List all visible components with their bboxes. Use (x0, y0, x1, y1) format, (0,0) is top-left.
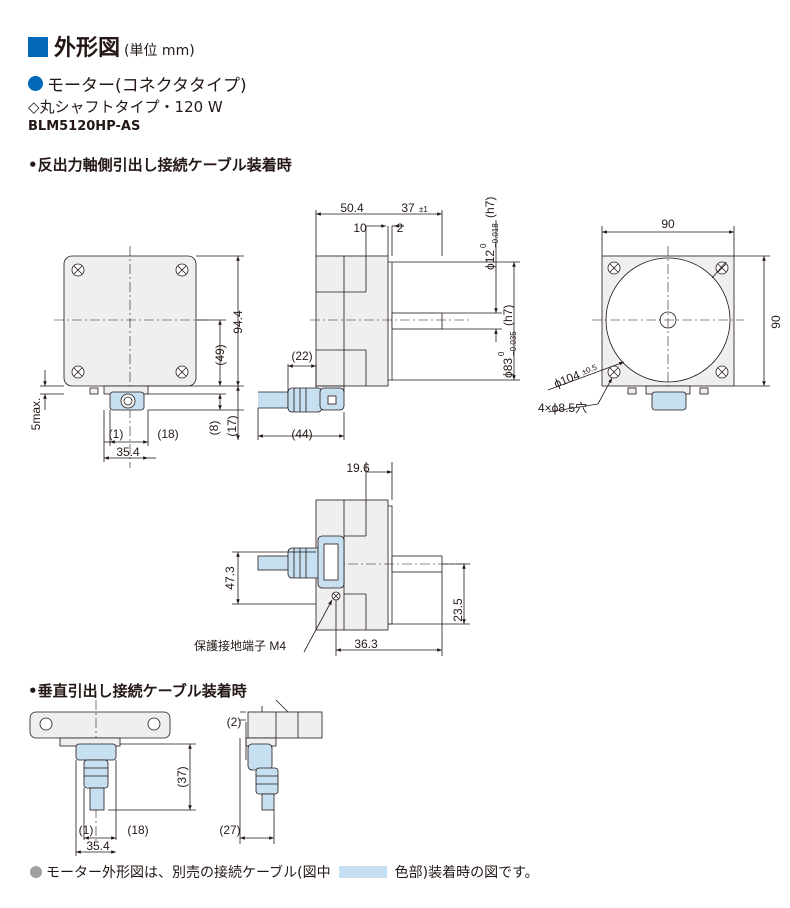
motor-type: モーター(コネクタタイプ) (28, 71, 247, 96)
flange-hole-icons (607, 261, 729, 379)
dim-90-side: 90 (769, 315, 783, 329)
view-top (232, 462, 470, 656)
section-reverse-cable: •反出力軸側引出し接続ケーブル装着時 (28, 156, 292, 174)
view-vertical-front-labels: (37) (1) (18) 35.4 (79, 766, 189, 853)
bullet-dot-icon (30, 866, 42, 878)
cable-color-swatch (338, 866, 387, 878)
phi12: ϕ12 (483, 250, 497, 270)
dim-2: 2 (397, 221, 404, 235)
phi83-fit: (h7) (501, 305, 515, 326)
view-flange (547, 226, 770, 413)
dim-37-tol: ±1 (419, 205, 428, 214)
dim-37: 37 (401, 201, 415, 215)
shaft-type: ◇丸シャフトタイプ・120 W (28, 98, 223, 116)
dim-44: (44) (291, 427, 312, 441)
phi104: ϕ104 (552, 368, 582, 391)
dim-50-4: 50.4 (340, 201, 364, 215)
dim-22: (22) (291, 349, 312, 363)
motor-type-label: モーター(コネクタタイプ) (47, 76, 247, 96)
phi12-tol: −0.018 (491, 223, 500, 248)
page-title: 外形図 (単位 mm) (28, 30, 195, 62)
dim-17: (17) (225, 415, 239, 436)
dim-49: (49) (213, 344, 227, 365)
vdim-2: (2) (227, 715, 242, 729)
phi83-zero: 0 (497, 351, 506, 356)
corner-hole-icons (71, 263, 189, 379)
title-text: 外形図 (54, 36, 121, 61)
dim-23-5: 23.5 (451, 598, 465, 622)
dim-94-4: 94.4 (231, 310, 245, 334)
output-shaft (391, 312, 443, 330)
footnote: モーター外形図は、別売の接続ケーブル(図中 色部)装着時の図です。 (30, 862, 539, 882)
vdim-1: (1) (79, 823, 94, 837)
title-square-icon (28, 37, 48, 57)
dim-19-6: 19.6 (346, 461, 370, 475)
dim-47-3: 47.3 (223, 566, 237, 590)
footnote-after: 色部)装着時の図です。 (394, 865, 539, 881)
motor-body-side (315, 255, 389, 387)
view-front-labels: 94.4 (49) (8) (17) 5max. (1) (18) 35.4 (29, 310, 245, 459)
dim-10: 10 (353, 221, 367, 235)
view-vertical-side-labels: (2) (27) (219, 715, 241, 837)
vdim-27: (27) (219, 823, 240, 837)
dim-1: (1) (109, 427, 124, 441)
vdim-18: (18) (127, 823, 148, 837)
title-unit: (単位 mm) (124, 43, 195, 59)
view-vertical-front (29, 700, 196, 856)
dim-90-top: 90 (661, 217, 675, 231)
view-front (40, 246, 244, 468)
view-top-labels: 19.6 47.3 23.5 36.3 保護接地端子 M4 (194, 461, 465, 653)
vdim-37: (37) (175, 766, 189, 787)
bullet-circle-icon (28, 76, 43, 91)
phi12-zero: 0 (479, 243, 488, 248)
model-number: BLM5120HP-AS (28, 119, 141, 134)
vdim-35-4: 35.4 (86, 839, 110, 853)
section-vertical-cable: •垂直引出し接続ケーブル装着時 (28, 682, 247, 700)
dim-35-4: 35.4 (116, 445, 140, 459)
flange-holes: 4×ϕ8.5穴 (538, 400, 587, 415)
phi83-tol: −0.035 (509, 331, 518, 356)
dim-8: (8) (207, 421, 221, 436)
dim-36-3: 36.3 (354, 637, 378, 651)
phi12-fit: (h7) (483, 197, 497, 218)
view-side-labels: 50.4 37 ±1 10 2 ϕ12 0 −0.018 (h7) ϕ83 0 … (291, 197, 518, 441)
dim-5max: 5max. (29, 398, 43, 431)
footnote-before: モーター外形図は、別売の接続ケーブル(図中 (46, 865, 331, 881)
phi83: ϕ83 (501, 358, 515, 378)
dim-18: (18) (157, 427, 178, 441)
view-vertical-side (239, 699, 323, 844)
ground-terminal-label: 保護接地端子 M4 (194, 638, 286, 653)
view-side (257, 210, 520, 440)
